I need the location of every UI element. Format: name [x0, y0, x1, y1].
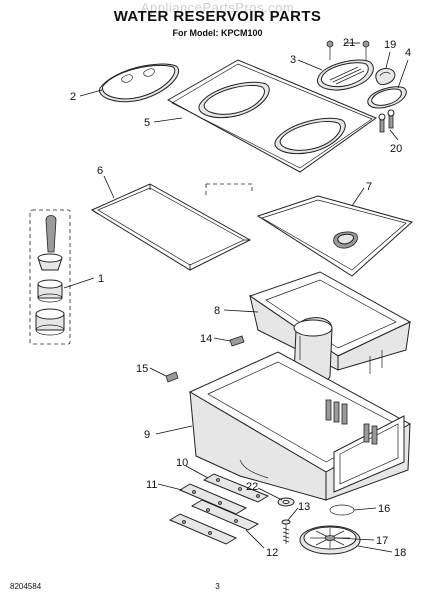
page-title: WATER RESERVOIR PARTS [113, 8, 322, 25]
part-11-rails[interactable] [168, 483, 248, 545]
callout-3: 3 [290, 54, 296, 66]
part-13-screw[interactable] [281, 519, 291, 544]
callout-11: 11 [146, 479, 157, 491]
part-19-knob[interactable] [375, 67, 396, 86]
part-17-center-hub[interactable] [324, 535, 336, 541]
callout-19: 19 [384, 39, 396, 51]
leader-lines [63, 42, 409, 553]
part-2-lid[interactable] [99, 63, 180, 103]
callout-20: 20 [390, 143, 402, 155]
callout-7: 7 [366, 181, 372, 193]
part-6-gasket[interactable] [90, 183, 252, 271]
part-1-filter-assembly[interactable] [29, 209, 71, 345]
callout-1: 1 [98, 273, 104, 285]
part-15-clip[interactable] [165, 371, 179, 383]
callout-14: 14 [200, 333, 212, 345]
part-3-screen[interactable] [316, 59, 374, 91]
part-16-o-ring[interactable] [329, 504, 355, 516]
callout-2: 2 [70, 91, 76, 103]
assembly-guide-line [205, 183, 253, 198]
model-subtitle: For Model: KPCM100 [172, 28, 263, 38]
callout-5: 5 [144, 117, 150, 129]
callout-12: 12 [266, 547, 278, 559]
part-9-reservoir-base[interactable] [188, 351, 412, 501]
part-4-small-lid[interactable] [367, 86, 407, 109]
callout-9: 9 [144, 429, 150, 441]
part-8-inner-tank[interactable] [248, 271, 412, 386]
callout-13: 13 [298, 501, 310, 513]
part-21-screws[interactable] [326, 40, 370, 60]
page-number: 3 [215, 582, 220, 591]
callout-16: 16 [378, 503, 390, 515]
part-7-cover[interactable] [256, 195, 414, 277]
callout-8: 8 [214, 305, 220, 317]
callout-22: 22 [246, 481, 258, 493]
callout-6: 6 [97, 165, 103, 177]
callout-21: 21 [343, 37, 355, 49]
part-5-top-plate[interactable] [166, 59, 378, 173]
part-10-bracket[interactable] [202, 473, 270, 503]
document-number: 8204584 [10, 582, 42, 591]
watermark: AppliancePartsPros.com [140, 0, 295, 15]
part-14-clip[interactable] [229, 335, 245, 347]
callout-4: 4 [405, 47, 411, 59]
part-12-bracket[interactable] [190, 499, 260, 531]
callout-10: 10 [176, 457, 188, 469]
callout-17: 17 [376, 535, 388, 547]
part-20-pins[interactable] [378, 109, 395, 133]
callout-15: 15 [136, 363, 148, 375]
callout-18: 18 [394, 547, 406, 559]
